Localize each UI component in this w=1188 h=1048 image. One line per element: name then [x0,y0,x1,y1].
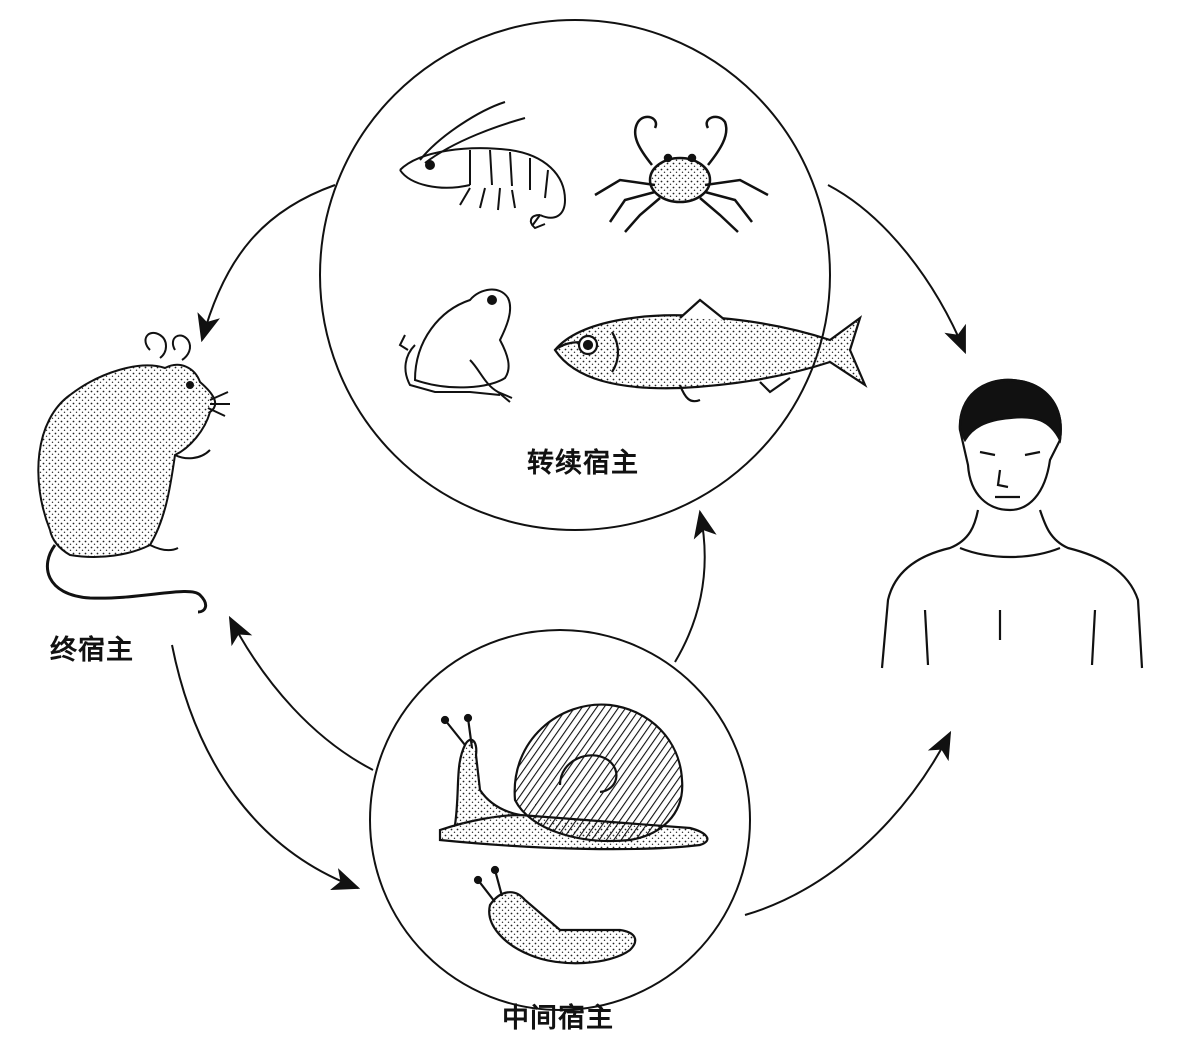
arrow-definitive-to-intermediate [171,644,361,891]
arrow-paratenic-to-definitive [197,184,336,343]
arrow-paratenic-to-human [827,184,966,355]
fish-icon [553,298,868,403]
paratenic-host-label: 转续宿主 [527,448,639,479]
human-icon [880,378,1144,669]
snail-icon [438,703,709,851]
rat-icon [37,331,230,614]
frog-icon [398,288,513,403]
definitive-host-label: 终宿主 [50,635,134,666]
crab-icon [594,115,769,233]
shrimp-icon [399,101,567,230]
intermediate-host-label: 中间宿主 [502,1003,614,1034]
arrow-intermediate-to-human [744,730,952,916]
arrow-intermediate-to-paratenic [674,509,717,663]
slug-icon [473,865,637,965]
paratenic-host-circle [319,19,831,531]
intermediate-host-circle [369,629,751,1011]
arrow-intermediate-to-definitive [228,615,374,771]
